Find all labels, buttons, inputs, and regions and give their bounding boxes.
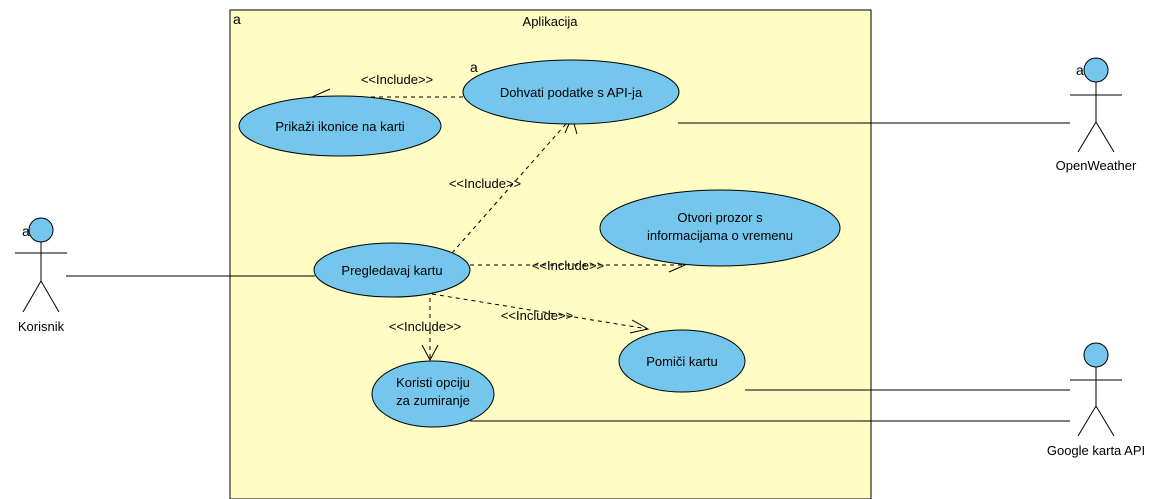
usecase-koristi-line2: za zumiranje xyxy=(396,393,470,408)
system-corner-mark: a xyxy=(233,11,241,27)
usecase-pregledavaj-label: Pregledavaj kartu xyxy=(341,263,442,278)
actor-korisnik[interactable] xyxy=(15,217,67,313)
actor-google-name: Google karta API xyxy=(1047,443,1145,458)
include-line-pregledavaj-dohvati xyxy=(451,116,573,254)
usecase-prikazi[interactable]: Prikaži ikonice na karti xyxy=(238,95,442,157)
include-label-2: <<Include>> xyxy=(449,176,521,191)
usecase-pomici[interactable]: Pomiči kartu xyxy=(618,329,746,393)
actor-korisnik-name: Korisnik xyxy=(18,319,65,334)
usecase-prikazi-label: Prikaži ikonice na karti xyxy=(275,119,404,134)
usecase-otvori-line2: informacijama o vremenu xyxy=(647,228,793,243)
include-arrowhead-koristi xyxy=(421,344,439,362)
include-dependencies xyxy=(310,88,687,362)
usecase-otvori[interactable]: Otvori prozor s informacijama o vremenu xyxy=(599,189,841,267)
include-label-5: <<Include>> xyxy=(389,319,461,334)
actor-google[interactable] xyxy=(1070,342,1122,437)
usecase-otvori-line1: Otvori prozor s xyxy=(677,210,763,225)
system-title: Aplikacija xyxy=(523,14,579,29)
usecase-dohvati-label: Dohvati podatke s API-ja xyxy=(500,85,643,100)
usecase-dohvati-mark: a xyxy=(470,59,478,75)
actor-openweather-name: OpenWeather xyxy=(1056,158,1137,173)
actor-openweather[interactable] xyxy=(1070,57,1122,153)
include-label-3: <<Include>> xyxy=(532,258,604,273)
usecase-dohvati[interactable]: a Dohvati podatke s API-ja xyxy=(462,59,680,125)
usecase-pomici-label: Pomiči kartu xyxy=(646,354,718,369)
include-arrowhead-pomici xyxy=(629,319,650,334)
include-label-4: <<Include>> xyxy=(501,308,573,323)
include-label-1: <<Include>> xyxy=(361,72,433,87)
actor-korisnik-mark: a xyxy=(22,223,30,239)
usecase-pregledavaj[interactable]: Pregledavaj kartu xyxy=(313,242,471,298)
usecase-koristi-line1: Koristi opciju xyxy=(396,375,470,390)
usecase-koristi[interactable]: Koristi opciju za zumiranje xyxy=(371,360,495,428)
actor-openweather-mark: a xyxy=(1076,62,1084,78)
